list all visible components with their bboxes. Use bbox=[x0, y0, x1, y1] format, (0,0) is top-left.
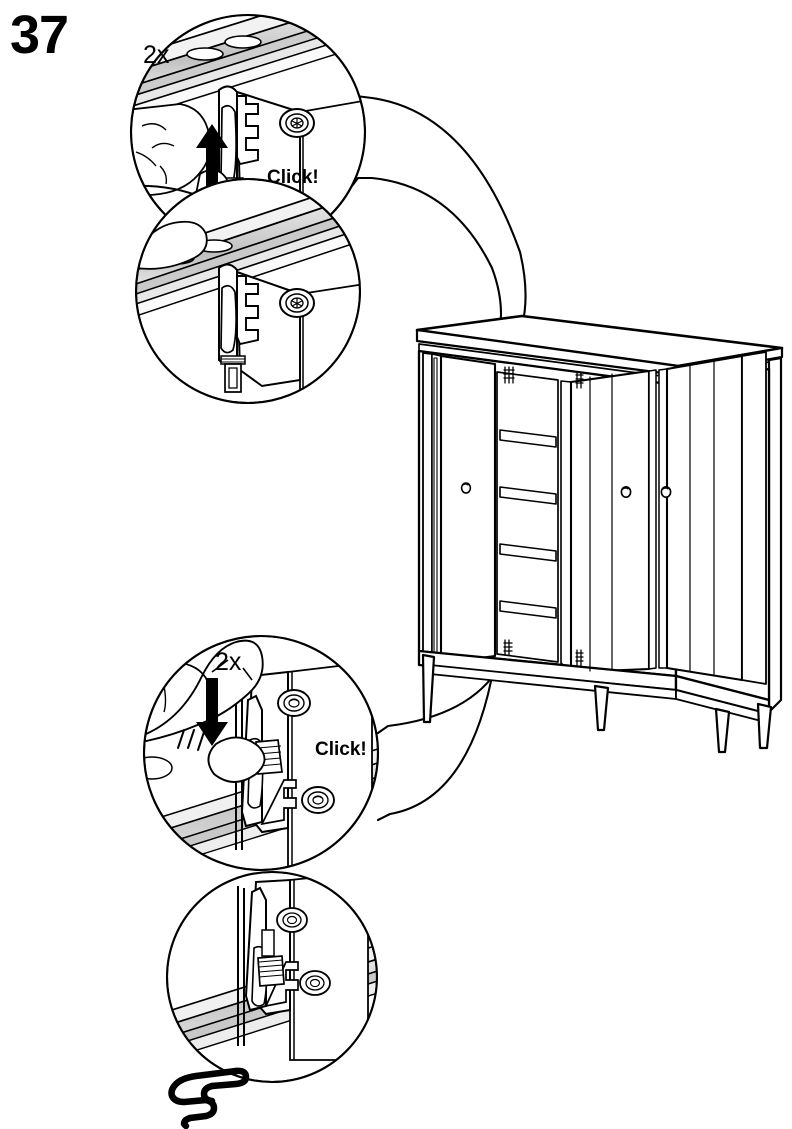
screw-head-icon bbox=[299, 970, 331, 996]
cabinet-legs bbox=[421, 653, 773, 754]
door-seams bbox=[589, 360, 715, 675]
click-label-bottom: Click! bbox=[315, 739, 367, 760]
door-knob bbox=[660, 485, 672, 498]
arrow-down-icon bbox=[196, 678, 228, 746]
shelf bbox=[499, 600, 557, 619]
screw-head-icon bbox=[301, 786, 335, 814]
quantity-label-top: 2x bbox=[143, 41, 170, 69]
door-knob bbox=[460, 482, 472, 494]
screw-head-icon bbox=[279, 288, 315, 318]
callout-bottom-lower bbox=[167, 872, 377, 1082]
door-knob bbox=[620, 485, 632, 498]
panel-face bbox=[289, 872, 369, 1061]
callout-leader-bottom bbox=[376, 664, 502, 822]
arrow-up-icon bbox=[196, 124, 228, 196]
hinge-clip-blade-engaged bbox=[218, 263, 246, 393]
hinge-marker bbox=[575, 649, 584, 667]
screw-head-icon bbox=[279, 108, 315, 138]
cabinet-illustration bbox=[415, 314, 784, 754]
hinge-bracket bbox=[233, 270, 315, 388]
callout-circle-bottom-lower bbox=[165, 870, 379, 1084]
qty-bottom-leader bbox=[211, 659, 229, 673]
cabinet-door-left-open bbox=[422, 352, 497, 665]
cabinet-door-middle bbox=[560, 369, 657, 674]
hinge-clip-blade-seated bbox=[244, 886, 285, 1012]
leg bbox=[421, 653, 436, 724]
pointing-finger-icon bbox=[168, 1067, 250, 1129]
screw-head-icon bbox=[277, 689, 311, 717]
rail-hole bbox=[224, 35, 262, 49]
leg bbox=[593, 684, 610, 732]
rail-hole bbox=[186, 47, 224, 61]
step-number: 37 bbox=[10, 5, 69, 65]
shelf bbox=[499, 486, 557, 505]
shelf bbox=[499, 429, 557, 448]
hinge-marker bbox=[503, 639, 513, 656]
leg bbox=[756, 702, 773, 750]
leg bbox=[714, 707, 731, 754]
callout-circle-top-lower bbox=[134, 177, 362, 405]
callout-leader-top bbox=[350, 94, 527, 330]
callout-top-lower bbox=[136, 179, 360, 403]
quantity-label-bottom: 2x bbox=[215, 648, 242, 676]
screw-head-icon bbox=[276, 907, 308, 933]
cabinet-right-side bbox=[767, 356, 783, 714]
click-label-top: Click! bbox=[267, 167, 319, 188]
callout-circle-bottom-upper bbox=[142, 634, 380, 872]
cabinet-interior bbox=[496, 371, 559, 663]
callout-bottom-upper bbox=[144, 636, 378, 870]
motion-lines-icon bbox=[177, 729, 205, 751]
shelf bbox=[499, 543, 557, 562]
hand-flat-press bbox=[144, 639, 266, 783]
hinge-marker bbox=[503, 366, 515, 384]
hinge-bracket bbox=[233, 90, 315, 214]
hinge-marker bbox=[575, 371, 584, 389]
cabinet-door-right bbox=[620, 351, 767, 685]
